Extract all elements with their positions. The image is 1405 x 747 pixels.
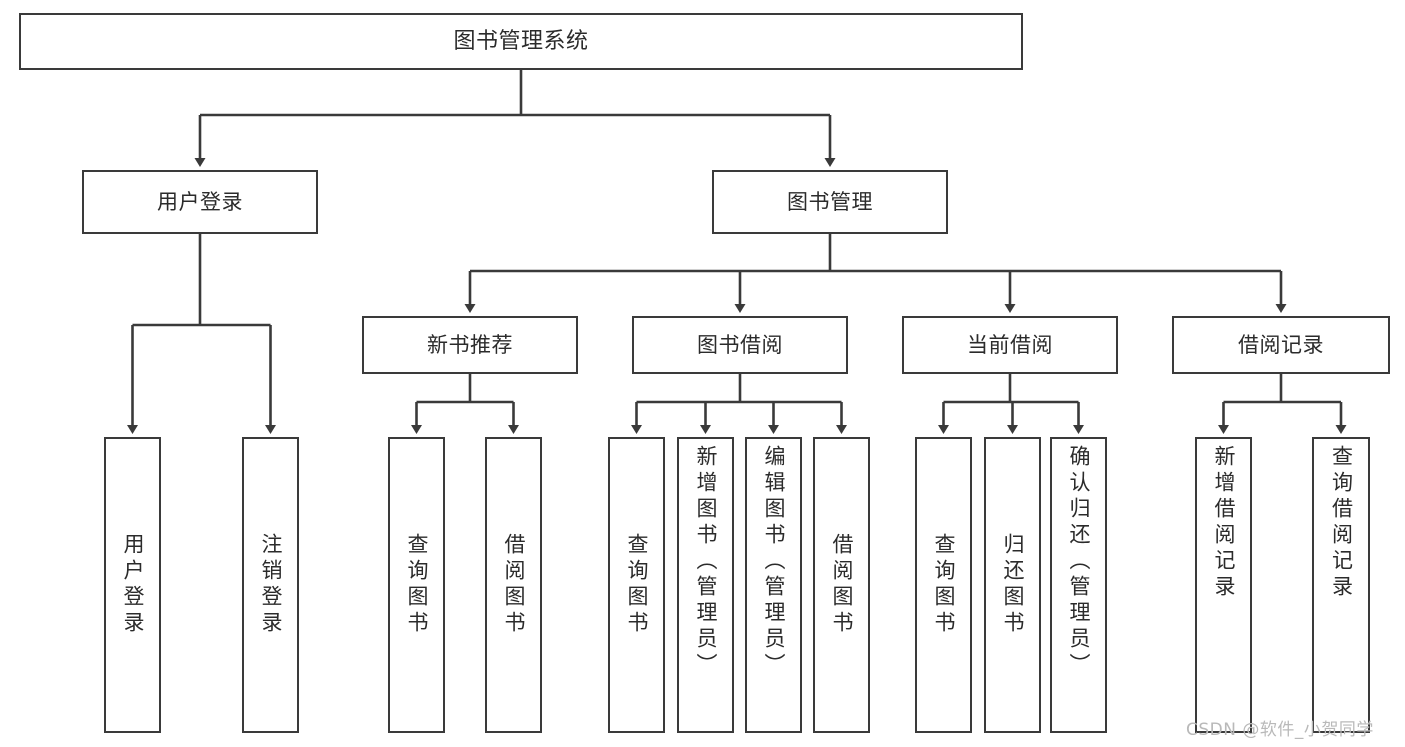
- node-leaf-return-book[interactable]: 归还图书: [984, 437, 1041, 733]
- node-leaf-confirm-return[interactable]: 确认归还（管理员）: [1050, 437, 1107, 733]
- node-label: 编辑图书（管理员）: [762, 445, 786, 679]
- node-leaf-query-book-3[interactable]: 查询图书: [915, 437, 972, 733]
- node-root[interactable]: 图书管理系统: [19, 13, 1023, 70]
- node-label: 查询图书: [405, 533, 429, 637]
- node-leaf-borrow-book-1[interactable]: 借阅图书: [485, 437, 542, 733]
- node-leaf-edit-book[interactable]: 编辑图书（管理员）: [745, 437, 802, 733]
- node-label: 当前借阅: [967, 332, 1053, 357]
- node-label: 新书推荐: [427, 332, 513, 357]
- node-user-login[interactable]: 用户登录: [82, 170, 318, 234]
- node-label: 新增借阅记录: [1212, 445, 1236, 601]
- node-label: 图书借阅: [697, 332, 783, 357]
- node-leaf-borrow-book-2[interactable]: 借阅图书: [813, 437, 870, 733]
- node-leaf-user-logout[interactable]: 注销登录: [242, 437, 299, 733]
- node-label: 查询图书: [932, 533, 956, 637]
- node-leaf-query-book-2[interactable]: 查询图书: [608, 437, 665, 733]
- node-leaf-query-record[interactable]: 查询借阅记录: [1312, 437, 1370, 733]
- node-label: 查询借阅记录: [1329, 445, 1354, 601]
- node-leaf-query-book-1[interactable]: 查询图书: [388, 437, 445, 733]
- node-label: 归还图书: [1001, 533, 1025, 637]
- node-current-borrow[interactable]: 当前借阅: [902, 316, 1118, 374]
- node-book-manage[interactable]: 图书管理: [712, 170, 948, 234]
- node-label: 确认归还（管理员）: [1067, 445, 1091, 679]
- node-leaf-add-record[interactable]: 新增借阅记录: [1195, 437, 1252, 733]
- node-borrow-record[interactable]: 借阅记录: [1172, 316, 1390, 374]
- node-new-book-rec[interactable]: 新书推荐: [362, 316, 578, 374]
- node-label: 新增图书（管理员）: [694, 445, 718, 679]
- node-label: 借阅图书: [502, 533, 526, 637]
- node-leaf-user-login[interactable]: 用户登录: [104, 437, 161, 733]
- node-label: 用户登录: [121, 533, 145, 637]
- node-label: 图书管理系统: [453, 28, 589, 54]
- node-book-borrow[interactable]: 图书借阅: [632, 316, 848, 374]
- node-label: 借阅图书: [830, 533, 854, 637]
- node-leaf-add-book[interactable]: 新增图书（管理员）: [677, 437, 734, 733]
- node-label: 图书管理: [787, 189, 873, 214]
- node-label: 用户登录: [157, 189, 243, 214]
- node-label: 借阅记录: [1238, 332, 1324, 357]
- csdn-watermark: CSDN @软件_小贺同学: [1186, 720, 1374, 740]
- node-label: 注销登录: [259, 533, 283, 637]
- node-label: 查询图书: [625, 533, 649, 637]
